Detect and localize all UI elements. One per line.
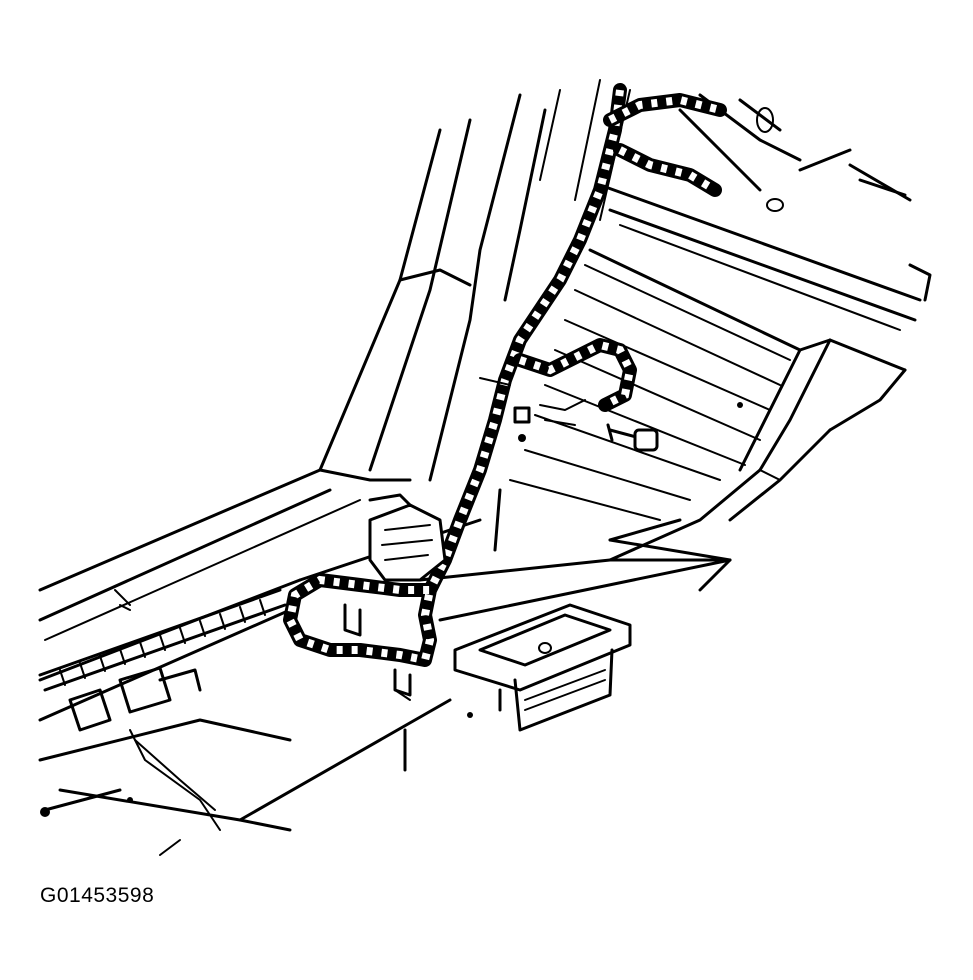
back-panel: [493, 248, 802, 552]
quarter-trim: [608, 338, 907, 562]
pillar: [318, 79, 631, 482]
floor-tray: [453, 603, 632, 732]
floor-clips: [343, 603, 412, 701]
sill-trim-ribs: [38, 588, 287, 692]
rear-shelf: [598, 93, 932, 331]
harness-connector: [368, 493, 447, 582]
wiring-harness: [283, 83, 727, 667]
bolt: [479, 377, 659, 452]
wiring-harness-diagram: [38, 79, 932, 856]
belt-mounts: [68, 666, 221, 831]
figure-id-label: G01453598: [40, 884, 155, 907]
